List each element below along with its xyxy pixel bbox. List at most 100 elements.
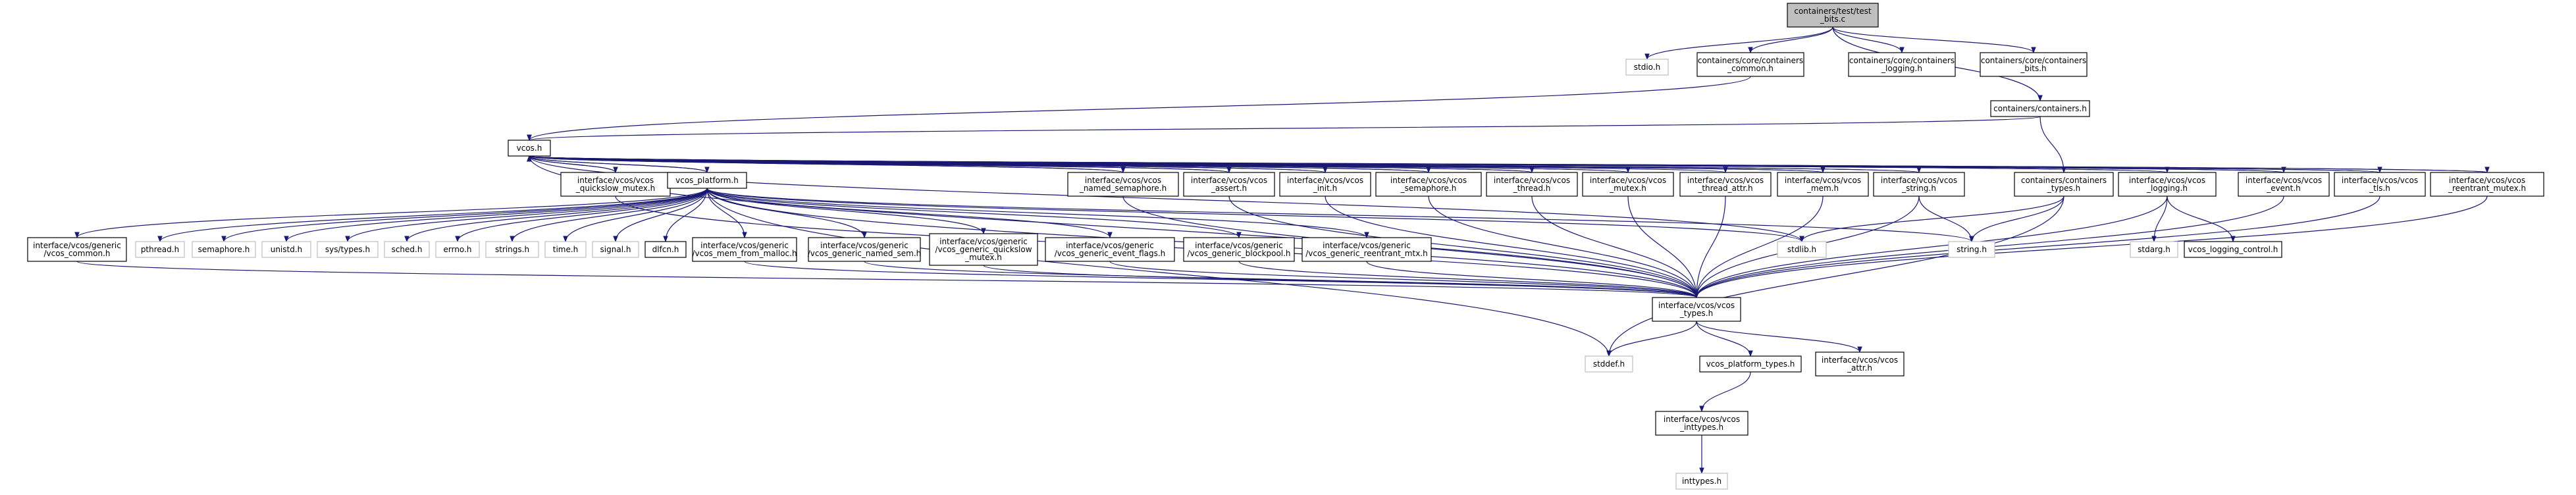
node-string_h: string.h — [1948, 241, 1995, 258]
edge-cont_types-to-stddef — [1606, 195, 2064, 357]
edge-cont_common-to-vcos — [527, 76, 1751, 141]
node-vcos[interactable]: vcos.h — [508, 140, 551, 157]
node-plat_types[interactable]: vcos_platform_types.h — [1699, 355, 1802, 373]
edge-mutex-to-vcos_types — [1627, 195, 1699, 298]
node-init-box — [1279, 172, 1371, 197]
node-cont_bits-box — [1980, 52, 2088, 77]
node-cont_bits-label: containers/core/containers — [1981, 56, 2086, 65]
node-gen_named_sem[interactable]: interface/vcos/generic/vcos_generic_name… — [808, 237, 922, 262]
node-stdarg-box — [2130, 241, 2178, 258]
node-named_sem[interactable]: interface/vcos/vcos_named_semaphore.h — [1067, 172, 1179, 197]
node-gen_common[interactable]: interface/vcos/generic/vcos_common.h — [27, 237, 127, 262]
edge-cont_types-to-stdlib — [1799, 195, 2064, 242]
node-cont_logging[interactable]: containers/core/containers_logging.h — [1848, 52, 1956, 77]
node-dlfcn[interactable]: dlfcn.h — [644, 241, 687, 258]
edge-plat_types-to-inttypes_v — [1699, 371, 1751, 412]
node-log_control[interactable]: vcos_logging_control.h — [2184, 241, 2282, 258]
edge-platform-to-dlfcn — [663, 188, 708, 242]
node-tls-label: interface/vcos/vcos — [2342, 176, 2418, 185]
node-init-label: _init.h — [1313, 184, 1337, 193]
node-vcos_types-label: interface/vcos/vcos — [1658, 301, 1735, 310]
node-strings-label: strings.h — [495, 245, 529, 254]
node-gen_quickslow-box — [929, 233, 1038, 266]
node-tls[interactable]: interface/vcos/vcos_tls.h — [2334, 172, 2426, 197]
edge-thread_attr-to-vcos_types — [1694, 195, 1726, 298]
node-gen_reentrant-label: /vcos_generic_reentrant_mtx.h — [1305, 249, 1427, 258]
node-reentrant[interactable]: interface/vcos/vcos_reentrant_mutex.h — [2430, 172, 2544, 197]
node-gen_quickslow-label: /vcos_generic_quickslow — [935, 245, 1032, 254]
node-gen_blockpool-box — [1183, 237, 1295, 262]
node-event[interactable]: interface/vcos/vcos_event.h — [2238, 172, 2330, 197]
node-errno-box — [435, 241, 480, 258]
edge-containers-to-cont_types — [2039, 116, 2066, 173]
node-string_h-label: string.h — [1957, 245, 1987, 254]
node-thread_attr-label: interface/vcos/vcos — [1687, 176, 1764, 185]
node-log_control-label: vcos_logging_control.h — [2188, 245, 2278, 254]
node-assert[interactable]: interface/vcos/vcos_assert.h — [1183, 172, 1275, 197]
edge-platform-to-vcos — [527, 155, 708, 173]
edge-platform-to-errno — [455, 188, 708, 242]
node-semaphore_v-label: _semaphore.h — [1400, 184, 1457, 193]
node-cont_common[interactable]: containers/core/containers_common.h — [1696, 52, 1804, 77]
node-containers[interactable]: containers/containers.h — [1990, 100, 2090, 117]
node-pthread-box — [135, 241, 185, 258]
edge-platform-to-gen_named_sem — [706, 188, 867, 238]
node-root-label: _bits.c — [1820, 14, 1845, 24]
node-event-label: _event.h — [2266, 184, 2301, 193]
edge-semaphore_v-to-vcos_types — [1428, 195, 1699, 298]
node-vcos_attr[interactable]: interface/vcos/vcos_attr.h — [1815, 352, 1905, 377]
node-init[interactable]: interface/vcos/vcos_init.h — [1279, 172, 1371, 197]
node-gen_malloc[interactable]: interface/vcos/generic/vcos_mem_from_mal… — [692, 237, 797, 262]
node-root-label: containers/test/test — [1794, 7, 1872, 16]
node-quickslow[interactable]: interface/vcos/vcos_quickslow_mutex.h — [560, 172, 671, 197]
node-gen_blockpool[interactable]: interface/vcos/generic/vcos_generic_bloc… — [1183, 237, 1295, 262]
edge-vcos_types-to-plat_types — [1696, 321, 1753, 357]
node-plat_types-label: vcos_platform_types.h — [1706, 359, 1795, 369]
node-sched-label: sched.h — [392, 245, 423, 254]
node-assert-label: _assert.h — [1211, 184, 1247, 193]
node-gen_event_flags[interactable]: interface/vcos/generic/vcos_generic_even… — [1045, 237, 1175, 262]
node-cont_types-label: _types.h — [2047, 184, 2080, 193]
node-string_v[interactable]: interface/vcos/vcos_string.h — [1873, 172, 1965, 197]
node-gen_quickslow[interactable]: interface/vcos/generic/vcos_generic_quic… — [929, 233, 1038, 266]
node-gen_blockpool-label: /vcos_generic_blockpool.h — [1187, 249, 1290, 258]
node-mem[interactable]: interface/vcos/vcos_mem.h — [1777, 172, 1869, 197]
node-semaphore_v[interactable]: interface/vcos/vcos_semaphore.h — [1375, 172, 1482, 197]
node-string_v-label: _string.h — [1901, 184, 1936, 193]
node-inttypes_v[interactable]: interface/vcos/vcos_inttypes.h — [1655, 411, 1748, 436]
node-gen_reentrant-box — [1301, 237, 1432, 262]
node-init-label: interface/vcos/vcos — [1287, 176, 1363, 185]
node-inttypes_v-label: interface/vcos/vcos — [1664, 415, 1740, 424]
edge-string_v-to-string_h — [1918, 195, 1974, 242]
node-gen_quickslow-label: _mutex.h — [964, 253, 1002, 262]
node-assert-label: interface/vcos/vcos — [1191, 176, 1267, 185]
edge-logging-to-vcos_types — [1694, 195, 2168, 298]
node-gen_named_sem-box — [808, 237, 921, 262]
node-logging[interactable]: interface/vcos/vcos_logging.h — [2118, 172, 2217, 197]
node-mem-box — [1777, 172, 1869, 197]
node-gen_reentrant[interactable]: interface/vcos/generic/vcos_generic_reen… — [1301, 237, 1432, 262]
node-cont_logging-label: containers/core/containers — [1849, 56, 1955, 65]
node-thread[interactable]: interface/vcos/vcos_thread.h — [1486, 172, 1578, 197]
node-vcos_types[interactable]: interface/vcos/vcos_types.h — [1652, 297, 1741, 322]
node-containers-box — [1990, 100, 2090, 117]
node-thread-box — [1486, 172, 1578, 197]
node-stddef: stddef.h — [1585, 355, 1633, 373]
node-gen_named_sem-label: interface/vcos/generic — [820, 241, 908, 250]
node-stdio-label: stdio.h — [1634, 63, 1660, 72]
node-thread_attr[interactable]: interface/vcos/vcos_thread_attr.h — [1679, 172, 1772, 197]
node-reentrant-box — [2430, 172, 2544, 197]
node-root[interactable]: containers/test/test_bits.c — [1787, 3, 1879, 28]
node-systypes-box — [317, 241, 379, 258]
node-cont_types[interactable]: containers/containers_types.h — [2014, 172, 2114, 197]
edge-platform-to-gen_common — [74, 188, 708, 238]
node-platform[interactable]: vcos_platform.h — [667, 172, 747, 189]
edge-init-to-vcos_types — [1325, 195, 1699, 298]
node-mutex[interactable]: interface/vcos/vcos_mutex.h — [1582, 172, 1674, 197]
edge-gen_reentrant-to-vcos_types — [1366, 261, 1699, 298]
edge-vcos_types-to-stddef — [1606, 321, 1697, 357]
node-cont_bits[interactable]: containers/core/containers_bits.h — [1980, 52, 2088, 77]
node-thread_attr-label: _thread_attr.h — [1697, 184, 1752, 193]
node-vcos_attr-label: _attr.h — [1847, 363, 1872, 373]
